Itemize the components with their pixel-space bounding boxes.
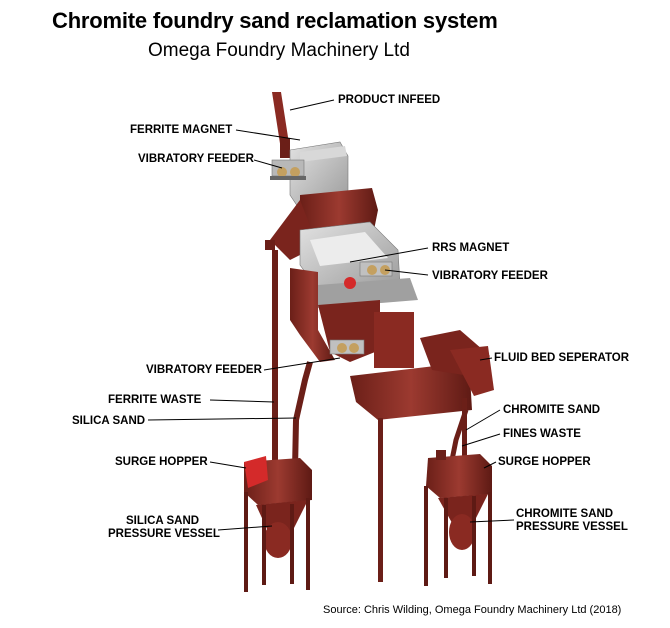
- label-vibratory-feeder-mid: VIBRATORY FEEDER: [432, 270, 548, 282]
- label-chromite-pressure-vessel-1: CHROMITE SAND: [516, 508, 614, 520]
- label-surge-hopper-right: SURGE HOPPER: [498, 456, 591, 468]
- fluid-bed-separator: [350, 330, 494, 582]
- label-vibratory-feeder-low: VIBRATORY FEEDER: [146, 364, 262, 376]
- label-silica-pressure-vessel-1: SILICA SAND: [126, 515, 200, 527]
- label-chromite-pressure-vessel-2: PRESSURE VESSEL: [516, 521, 628, 533]
- silica-sand-vessel: [244, 456, 312, 592]
- label-fines-waste: FINES WASTE: [503, 428, 581, 440]
- label-ferrite-magnet: FERRITE MAGNET: [130, 124, 233, 136]
- label-chromite-sand: CHROMITE SAND: [503, 404, 601, 416]
- label-vibratory-feeder-top: VIBRATORY FEEDER: [138, 153, 254, 165]
- label-surge-hopper-left: SURGE HOPPER: [115, 456, 208, 468]
- diagram-title: Chromite foundry sand reclamation system: [52, 8, 498, 33]
- vibratory-feeder-top: [270, 159, 306, 180]
- leader-lines: [147, 99, 515, 531]
- label-fluid-bed-separator: FLUID BED SEPERATOR: [494, 352, 630, 364]
- rrs-magnet-unit: [299, 221, 418, 308]
- label-silica-sand: SILICA SAND: [72, 415, 146, 427]
- label-product-infeed: PRODUCT INFEED: [338, 94, 441, 106]
- product-infeed-chute: [272, 92, 290, 158]
- lower-hopper: [290, 268, 414, 368]
- vibratory-feeder-low: [329, 339, 365, 355]
- diagram-subtitle: Omega Foundry Machinery Ltd: [148, 40, 410, 61]
- label-silica-pressure-vessel-2: PRESSURE VESSEL: [108, 528, 220, 540]
- label-rrs-magnet: RRS MAGNET: [432, 242, 510, 254]
- source-credit: Source: Chris Wilding, Omega Foundry Mac…: [323, 604, 622, 616]
- chromite-sand-vessel: [424, 450, 492, 586]
- label-ferrite-waste: FERRITE WASTE: [108, 394, 202, 406]
